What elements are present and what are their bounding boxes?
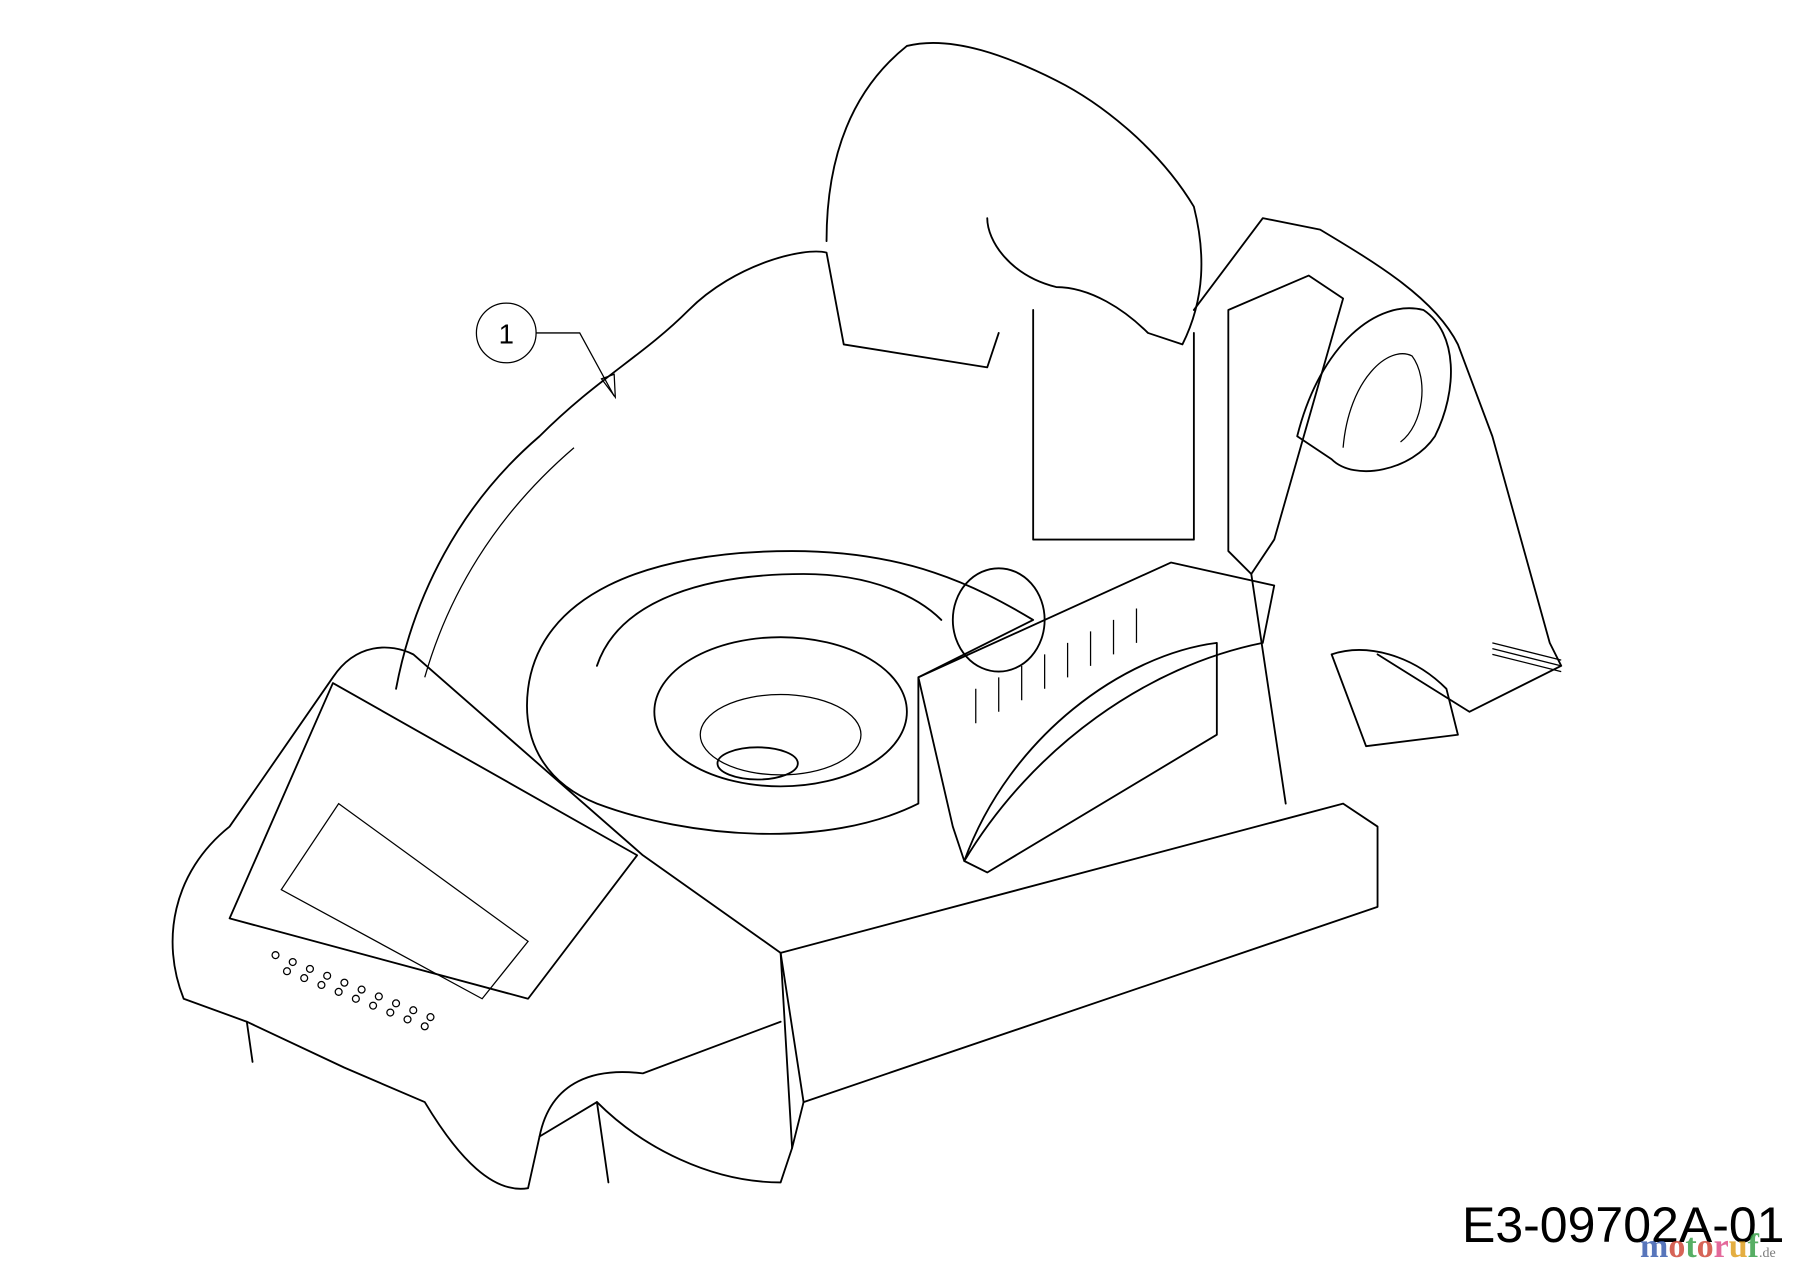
- callout-1: 1: [475, 302, 617, 400]
- deck-housing-outline: [171, 42, 1563, 1190]
- leader-line: [536, 332, 615, 397]
- arrowhead-icon: [600, 373, 617, 400]
- watermark-logo: motoruf.de: [1640, 1228, 1776, 1265]
- callout-number: 1: [499, 318, 514, 349]
- diagram-code: E3-09702A-01: [1462, 1197, 1785, 1253]
